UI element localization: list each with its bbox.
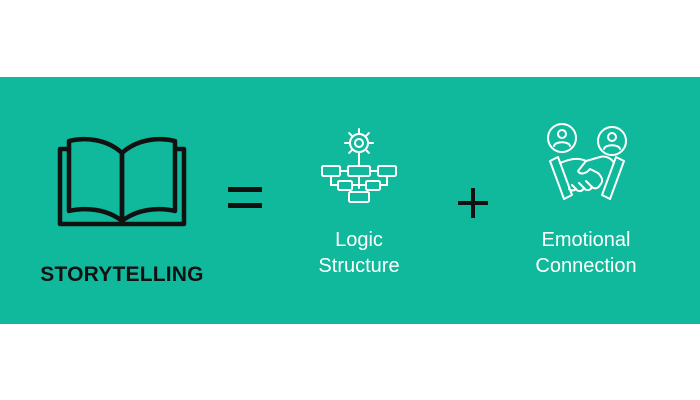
logic-structure-label: Logic Structure bbox=[289, 227, 429, 279]
logic-label-line2: Structure bbox=[318, 255, 400, 277]
storytelling-label: STORYTELLING bbox=[40, 263, 204, 286]
emotional-connection-label: Emotional Connection bbox=[506, 227, 666, 279]
handshake-people-icon bbox=[547, 123, 627, 200]
emotion-label-line2: Connection bbox=[535, 255, 637, 277]
open-book-icon bbox=[57, 136, 187, 227]
plus-sign bbox=[458, 188, 488, 218]
equals-sign bbox=[228, 187, 262, 208]
flowchart-gear-icon bbox=[321, 128, 397, 203]
emotion-label-line1: Emotional bbox=[541, 229, 631, 251]
logic-label-line1: Logic bbox=[335, 229, 383, 251]
